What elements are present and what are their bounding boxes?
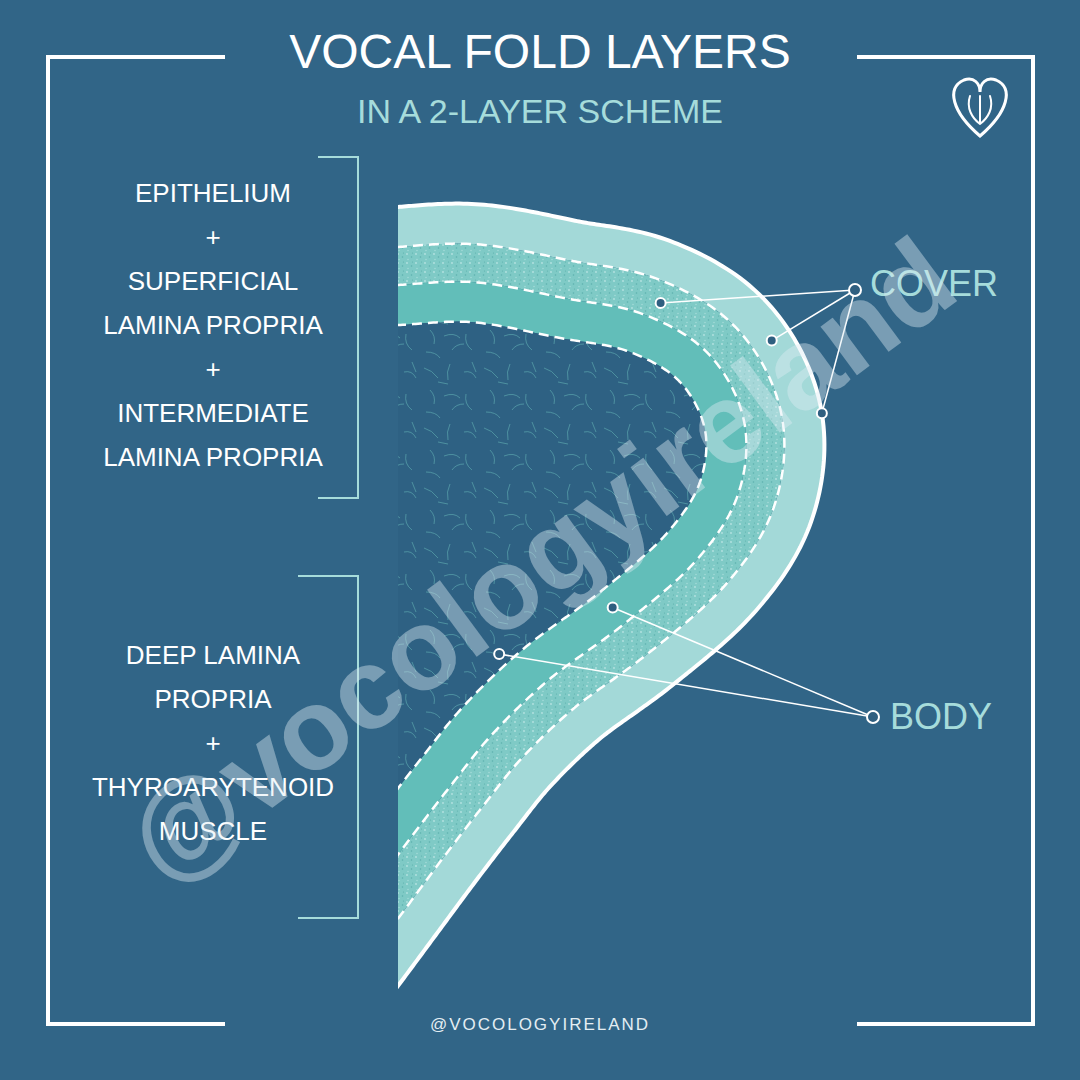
subtitle: IN A 2-LAYER SCHEME — [357, 91, 723, 132]
layer-name: SUPERFICIAL LAMINA PROPRIA — [82, 259, 344, 347]
title: VOCAL FOLD LAYERS — [289, 23, 791, 81]
plus-sign: + — [82, 721, 344, 765]
leader-dot — [494, 649, 504, 659]
plus-sign: + — [82, 215, 344, 259]
muscle — [398, 300, 706, 920]
layer-list: EPITHELIUM+SUPERFICIAL LAMINA PROPRIA+IN… — [82, 171, 344, 479]
vocal-fold-section — [250, 204, 824, 991]
leader-line — [499, 654, 873, 717]
epithelium-edge — [398, 204, 824, 991]
layer-boundary — [398, 322, 706, 920]
logo-heart — [954, 79, 1006, 136]
leader-junction — [849, 284, 861, 296]
leader-line — [661, 290, 855, 303]
brackets — [298, 157, 358, 918]
caption: @VOCOLOGYIRELAND — [430, 1015, 650, 1035]
part-label: COVER — [870, 262, 998, 305]
layer-name: EPITHELIUM — [82, 171, 344, 215]
layer-list: DEEP LAMINA PROPRIA+THYROARYTENOID MUSCL… — [82, 633, 344, 853]
leader-line — [613, 607, 873, 717]
bracket — [298, 576, 358, 918]
logo-folds — [969, 96, 992, 124]
leader-lines — [494, 284, 879, 723]
layers-group — [398, 204, 824, 991]
layer-boundary — [398, 282, 746, 944]
leader-dot — [767, 336, 777, 346]
leader-junction — [867, 711, 879, 723]
leader-line — [822, 290, 855, 413]
logo — [954, 79, 1006, 136]
layer-boundary — [398, 244, 784, 967]
leader-dot — [817, 408, 827, 418]
layer-name: THYROARYTENOID MUSCLE — [82, 765, 344, 853]
frame — [48, 57, 1033, 1024]
frame-right — [857, 57, 1033, 1024]
leader-dot — [656, 298, 666, 308]
leader-dot — [608, 602, 618, 612]
part-label: BODY — [890, 695, 992, 738]
layer-name: DEEP LAMINA PROPRIA — [82, 633, 344, 721]
plus-sign: + — [82, 347, 344, 391]
layer-name: INTERMEDIATE LAMINA PROPRIA — [82, 391, 344, 479]
leader-line — [772, 290, 855, 341]
bracket — [318, 157, 358, 498]
muscle-fibres — [398, 300, 706, 920]
